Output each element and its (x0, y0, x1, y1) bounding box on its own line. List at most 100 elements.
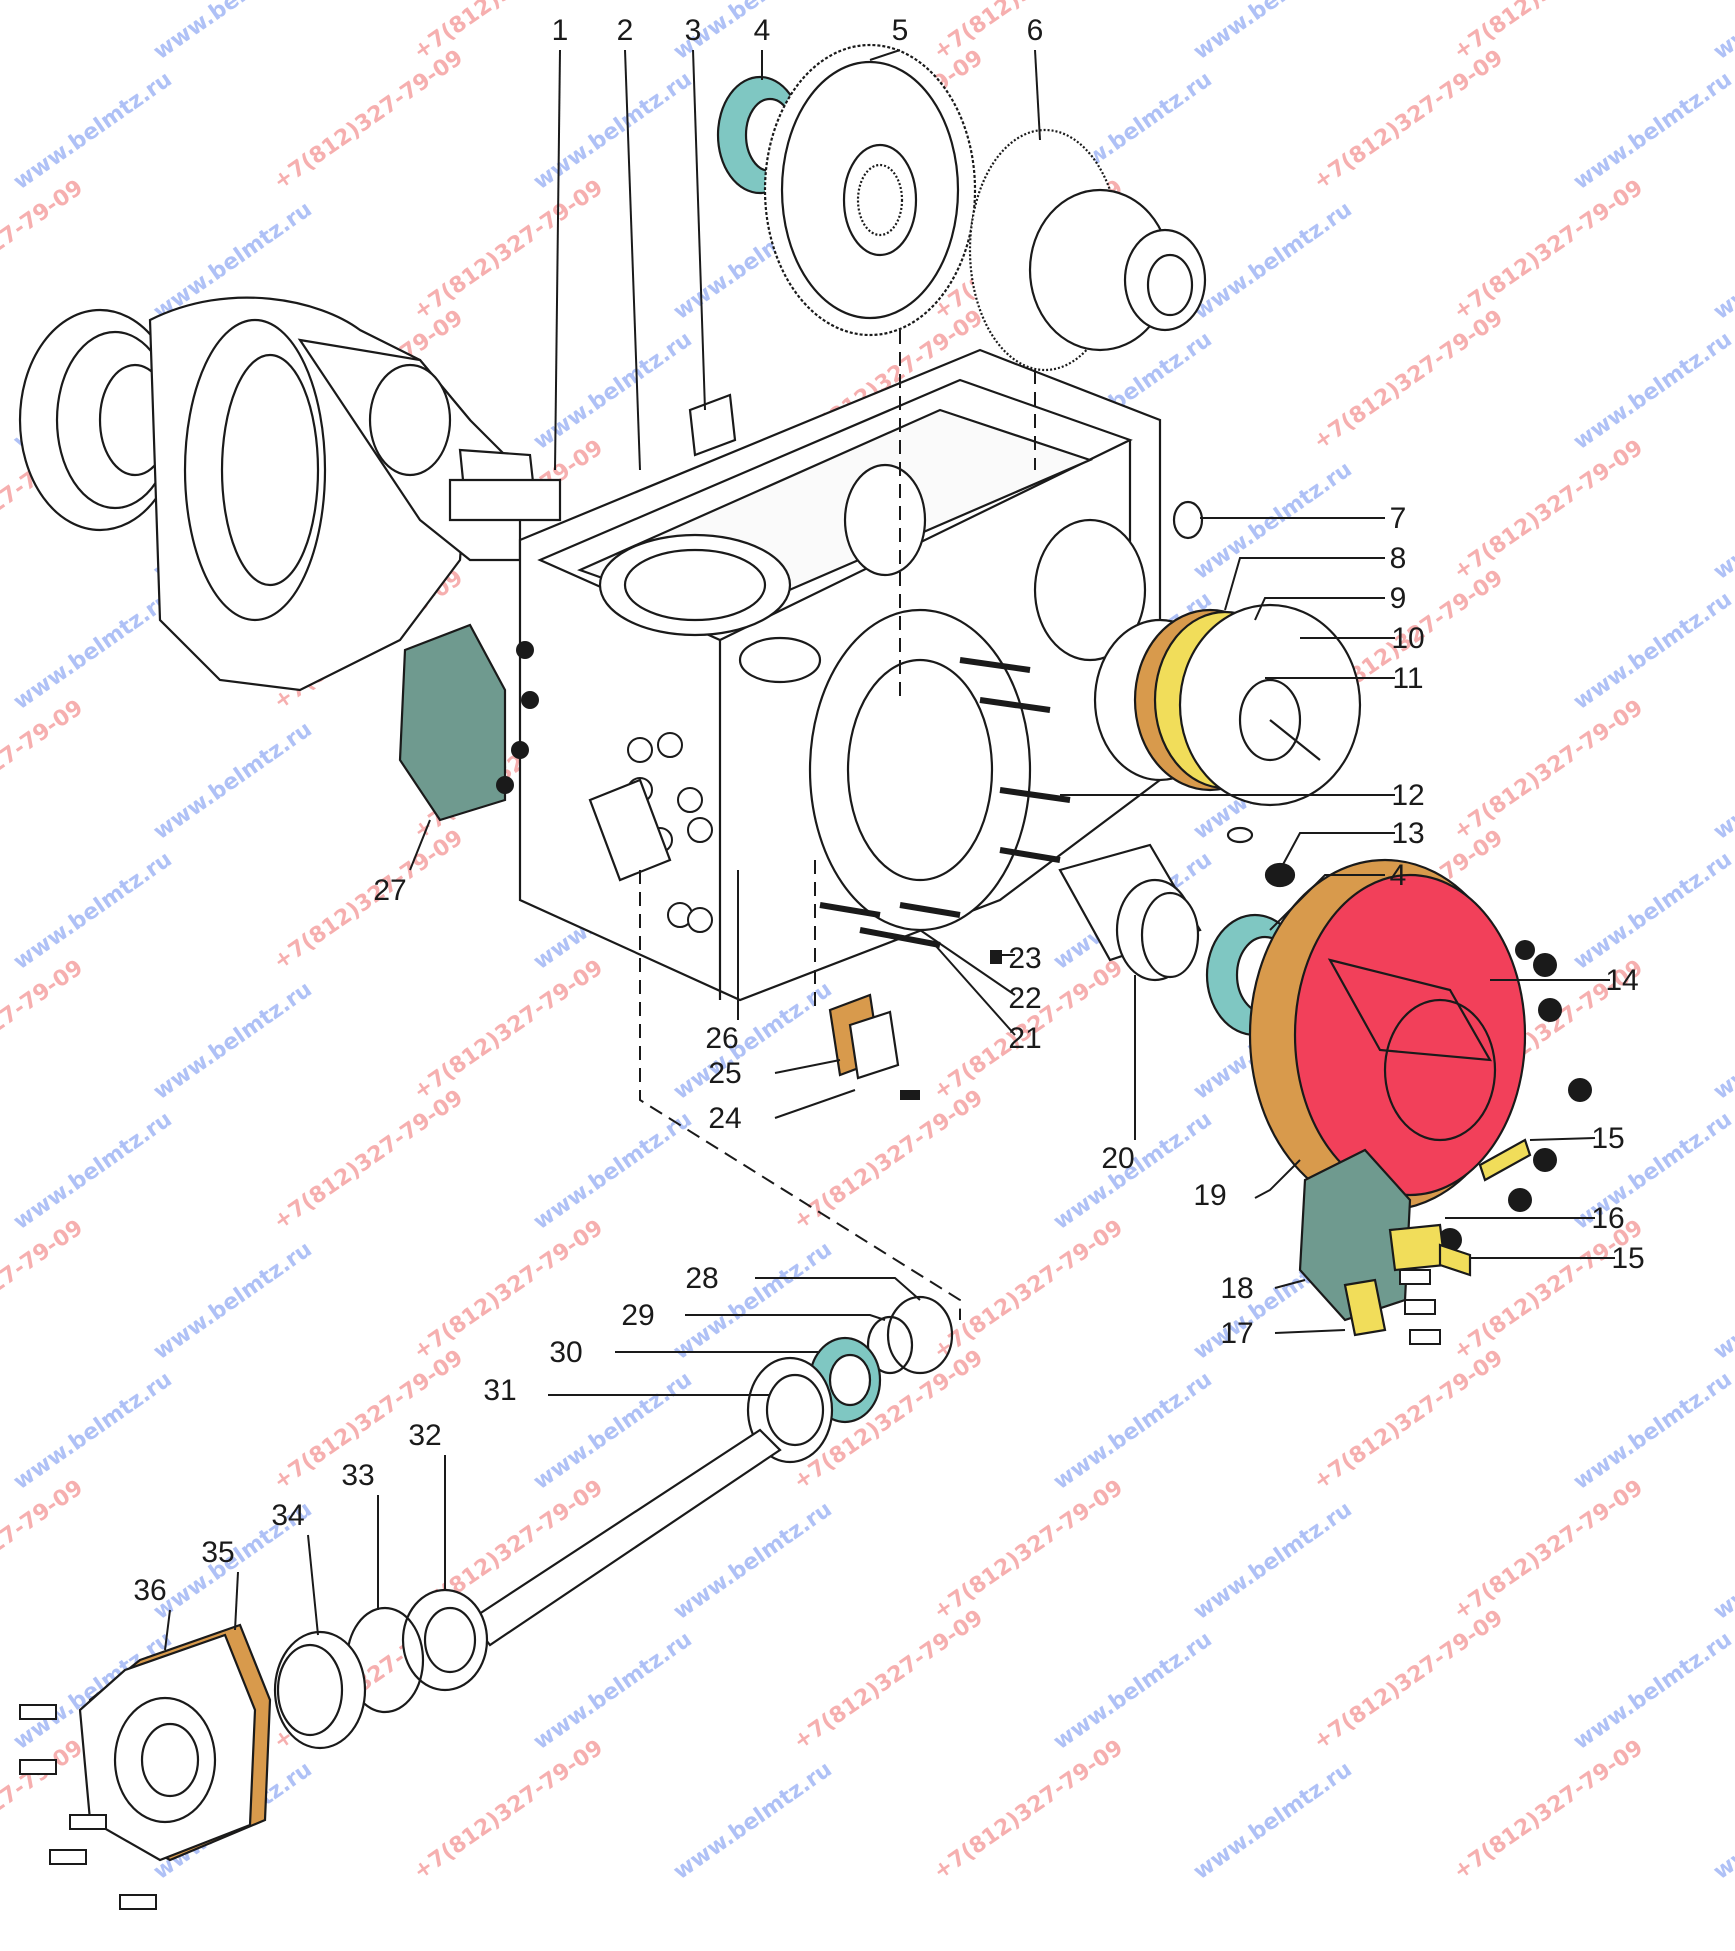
watermark-text: www.belmtz.ru (9, 67, 177, 195)
watermark-text: www.belmtz.ru (9, 847, 177, 975)
watermark-text: www.belmtz.ru (669, 1497, 837, 1625)
watermark-text: +7(812)327-79-09 (1449, 1475, 1648, 1625)
watermark-text: +7(812)327-79-09 (0, 955, 88, 1105)
leader-line (1254, 1159, 1301, 1199)
watermark-text: www.belmtz.ru (1189, 0, 1357, 65)
callout-number: 8 (1390, 542, 1407, 575)
top-gears (688, 43, 1207, 457)
watermark-text: +7(812)327-79-09 (1309, 1605, 1508, 1755)
watermark-text: www.belmtz.ru (9, 1367, 177, 1495)
callout-number: 19 (1193, 1179, 1226, 1212)
watermark-text: +7(812)327-79-09 (1309, 1345, 1508, 1495)
leader-line (919, 929, 1016, 996)
watermark-text: www.belmtz.ru (149, 1237, 317, 1365)
watermark-text: +7(812)327-79-09 (0, 695, 88, 845)
housing-bolts (19, 1704, 157, 1910)
leader-line (1529, 1137, 1596, 1141)
callout-number: 23 (1008, 942, 1041, 975)
watermark-text: +7(812)327-79-09 (409, 955, 608, 1105)
leader-line (869, 49, 901, 61)
watermark-text: +7(812)327-79-09 (0, 1475, 88, 1625)
callout-number: 22 (1008, 982, 1041, 1015)
leader-line (409, 819, 431, 871)
callout-number: 30 (549, 1336, 582, 1369)
watermark-text: www.belmtz.ru (1049, 1627, 1217, 1755)
watermark-text: +7(812)327-79-09 (0, 0, 88, 65)
watermark-text: +7(812)327-79-09 (1449, 435, 1648, 585)
watermark-text: www.belmtz.ru (1189, 197, 1357, 325)
watermark-text: +7(812)327-79-09 (409, 1735, 608, 1885)
watermark-text: www.belmtz.ru (149, 977, 317, 1105)
watermark-text: www.belmtz.ru (1569, 847, 1735, 975)
watermark-text: +7(812)327-79-09 (1449, 175, 1648, 325)
leader-line (774, 1089, 856, 1119)
output-shaft-assembly (19, 1295, 954, 1910)
watermark-text: +7(812)327-79-09 (1309, 45, 1508, 195)
leader-line (692, 49, 706, 411)
watermark-text: www.belmtz.ru (1189, 1757, 1357, 1885)
watermark-text: +7(812)327-79-09 (0, 175, 88, 325)
leader-line (1274, 1279, 1306, 1289)
leader-line (164, 1609, 171, 1651)
watermark-text: www.belmtz.ru (529, 1627, 697, 1755)
cover-plate-24 (848, 1010, 900, 1080)
callout-number: 15 (1591, 1122, 1624, 1155)
callout-number: 6 (1027, 14, 1044, 47)
watermark-text: www.belmtz.ru (1189, 457, 1357, 585)
watermark-text: www.belmtz.ru (1709, 717, 1735, 845)
watermark-text: www.belmtz.ru (1709, 1237, 1735, 1365)
watermark-text: www.belmtz.ru (1569, 1367, 1735, 1495)
callout-number: 34 (271, 1499, 304, 1532)
guide-lines (639, 330, 1036, 1320)
leader-line (624, 49, 641, 471)
callout-number: 13 (1391, 817, 1424, 850)
callout-number: 1 (552, 14, 569, 47)
leader-line (554, 49, 561, 471)
leader-line (1269, 874, 1385, 931)
callout-number: 16 (1591, 1202, 1624, 1235)
callout-number: 17 (1220, 1317, 1253, 1350)
watermark-text: www.belmtz.ru (1049, 1367, 1217, 1495)
watermark-text: www.belmtz.ru (669, 977, 837, 1105)
watermark-text: www.belmtz.ru (529, 1107, 697, 1235)
watermark-text: +7(812)327-79-09 (269, 825, 468, 975)
watermark-text: www.belmtz.ru (669, 1757, 837, 1885)
watermark-text: +7(812)327-79-09 (929, 1475, 1128, 1625)
watermark-text: +7(812)327-79-09 (789, 1605, 988, 1755)
watermark-text: +7(812)327-79-09 (929, 1735, 1128, 1885)
callout-number: 27 (373, 874, 406, 907)
watermark-text: www.belmtz.ru (669, 1237, 837, 1365)
watermark-text: www.belmtz.ru (9, 587, 177, 715)
leader-line (774, 1059, 841, 1074)
left-bearing-housing (368, 363, 452, 477)
pinion-shaft-3 (688, 393, 737, 457)
watermark-text: www.belmtz.ru (529, 67, 697, 195)
callout-number: 3 (685, 14, 702, 47)
watermark-text: www.belmtz.ru (1709, 977, 1735, 1105)
watermark-text: +7(812)327-79-09 (0, 1215, 88, 1365)
callout-number: 28 (685, 1262, 718, 1295)
circlip-28 (886, 1295, 954, 1375)
callout-number: 29 (621, 1299, 654, 1332)
leader-line (307, 1534, 319, 1636)
watermark-text: www.belmtz.ru (1709, 1497, 1735, 1625)
leader-line (755, 1277, 921, 1301)
bracket-27 (398, 623, 507, 822)
circlip-29 (866, 1315, 914, 1375)
leader-line (1034, 49, 1041, 141)
watermark-text: +7(812)327-79-09 (1449, 1735, 1648, 1885)
leader-line (685, 1314, 886, 1321)
watermark-text: www.belmtz.ru (149, 717, 317, 845)
leader-line (1279, 832, 1395, 871)
leader-line (934, 944, 1016, 1036)
leader-line (1274, 1329, 1346, 1334)
watermark-text: +7(812)327-79-09 (1449, 1215, 1648, 1365)
callout-number: 31 (483, 1374, 516, 1407)
callout-number: 26 (705, 1022, 738, 1055)
callout-number: 5 (892, 14, 909, 47)
watermark-text: www.belmtz.ru (1709, 0, 1735, 65)
leader-line (1254, 597, 1385, 621)
right-side-assembly (828, 500, 1592, 1345)
